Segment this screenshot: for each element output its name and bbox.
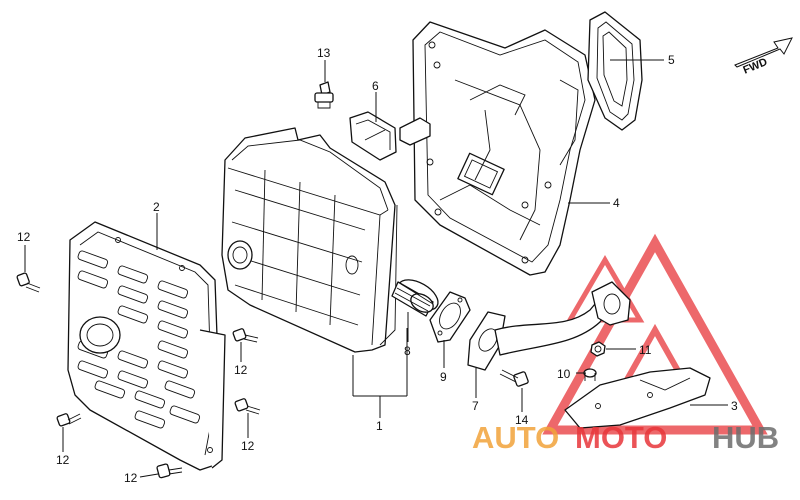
part-12-bolt-e: [156, 463, 183, 479]
callout-6: 6: [372, 79, 379, 93]
watermark-auto: AUTO: [472, 420, 559, 455]
part-13-bolt: [314, 81, 334, 109]
callout-3: 3: [731, 399, 738, 413]
callout-12-a: 12: [17, 230, 31, 244]
callout-12-d: 12: [56, 453, 70, 467]
callout-2: 2: [153, 200, 160, 214]
part-4-air-cleaner-case: [412, 21, 596, 276]
part-10-washer: [583, 368, 597, 381]
part-9-gasket: [429, 291, 471, 343]
callout-12-e: 12: [124, 471, 138, 485]
part-11-nut: [590, 341, 606, 357]
callout-labels: 2 6 13 5 4 1 8 9 7 11 10 14 3 12 12 12 1…: [17, 46, 738, 485]
part-12-bolt-d: [56, 413, 82, 427]
callout-4: 4: [613, 196, 620, 210]
watermark-text: AUTO MOTO HUB: [472, 420, 779, 455]
part-12-bolt-c: [234, 398, 261, 415]
callout-7: 7: [472, 399, 479, 413]
callout-9: 9: [440, 370, 447, 384]
callout-12-c: 12: [241, 439, 255, 453]
callout-12-b: 12: [234, 363, 248, 377]
part-6-bracket: [349, 111, 431, 161]
callout-5: 5: [668, 53, 675, 67]
part-12-bolt-b: [232, 328, 259, 343]
watermark-moto: MOTO: [575, 420, 667, 455]
leader-lines: [24, 59, 728, 478]
callout-8: 8: [404, 344, 411, 358]
part-12-bolt-a: [16, 272, 41, 293]
part-2-muffler-protector: [67, 221, 226, 471]
part-8-screen: [391, 279, 439, 317]
callout-1: 1: [376, 419, 383, 433]
fwd-direction-arrow: FWD: [734, 37, 793, 77]
watermark-hub: HUB: [712, 420, 779, 455]
part-7-exhaust-pipe: [467, 281, 631, 371]
part-3-heat-shield: [564, 367, 711, 429]
part-1-muffler: [221, 127, 398, 353]
callout-11: 11: [639, 343, 652, 357]
callout-14: 14: [515, 413, 529, 427]
callout-13: 13: [317, 46, 331, 60]
part-14-bolt: [499, 369, 529, 387]
callout-10: 10: [557, 367, 571, 381]
part-5-gasket: [587, 11, 643, 131]
fwd-label: FWD: [741, 56, 769, 77]
